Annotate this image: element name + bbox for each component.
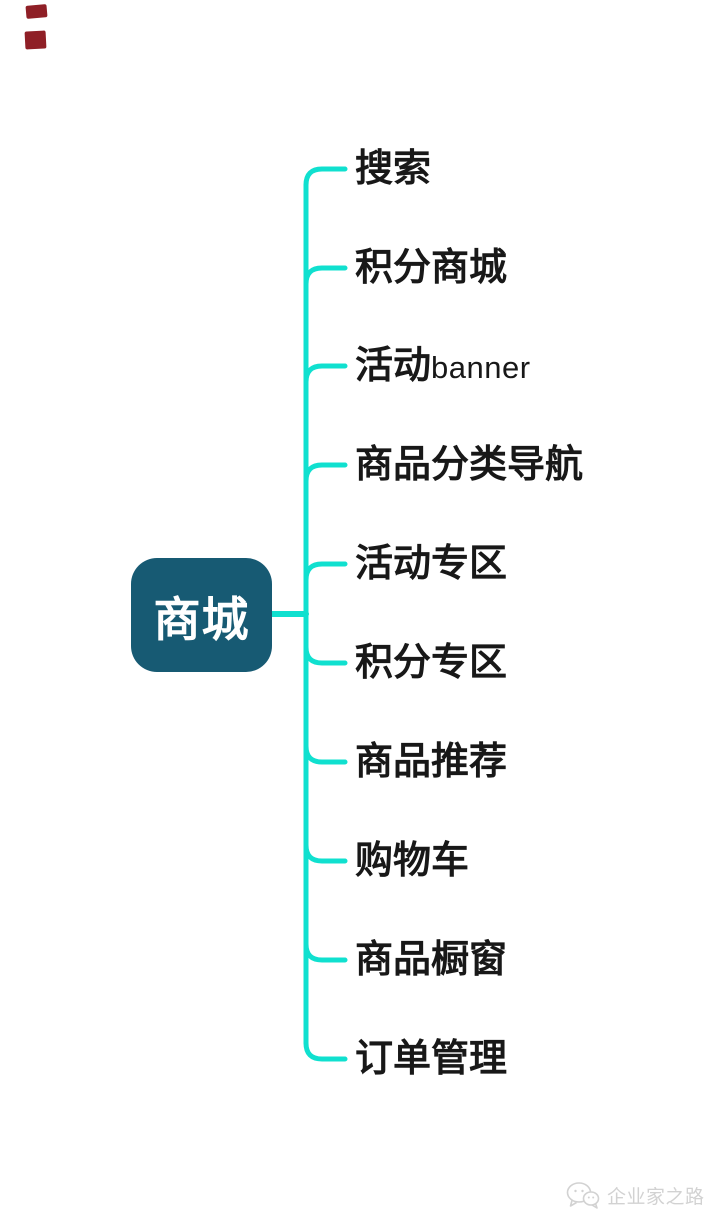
watermark-text: 企业家之路: [607, 1186, 705, 1208]
red-stamp-top: [25, 4, 48, 19]
watermark: 企业家之路: [566, 1181, 705, 1209]
branch-topic-label: 积分专区: [355, 642, 508, 684]
branch-topic-4: 商品分类导航: [355, 439, 583, 491]
wechat-chat-bubbles-icon: [566, 1182, 600, 1209]
branch-topic-2: 积分商城: [355, 242, 507, 294]
branch-topic-10: 订单管理: [355, 1033, 507, 1085]
branch-topic-5: 活动专区: [355, 538, 507, 590]
branch-topic-8: 购物车: [355, 835, 469, 887]
root-node-label: 商城: [153, 592, 250, 646]
branch-topic-label: 商品推荐: [355, 741, 508, 783]
branch-topic-6: 积分专区: [355, 637, 507, 689]
branch-topic-label: 购物车: [355, 840, 470, 882]
branch-topic-label: 商品橱窗: [355, 939, 508, 981]
branch-topic-label: 积分商城: [355, 247, 508, 289]
branch-topic-label-suffix: banner: [431, 350, 531, 385]
branch-topic-label: 订单管理: [355, 1038, 508, 1080]
branch-topic-9: 商品橱窗: [355, 934, 507, 986]
root-node: 商城: [131, 558, 272, 672]
red-stamp-bottom: [24, 30, 47, 50]
branch-topic-label: 搜索: [355, 148, 432, 190]
branch-topic-7: 商品推荐: [355, 736, 507, 788]
branch-topic-label: 活动专区: [355, 543, 508, 585]
branch-topic-1: 搜索: [355, 143, 431, 195]
branch-topic-label: 商品分类导航: [355, 444, 584, 486]
branch-topic-label: 活动: [355, 345, 432, 387]
